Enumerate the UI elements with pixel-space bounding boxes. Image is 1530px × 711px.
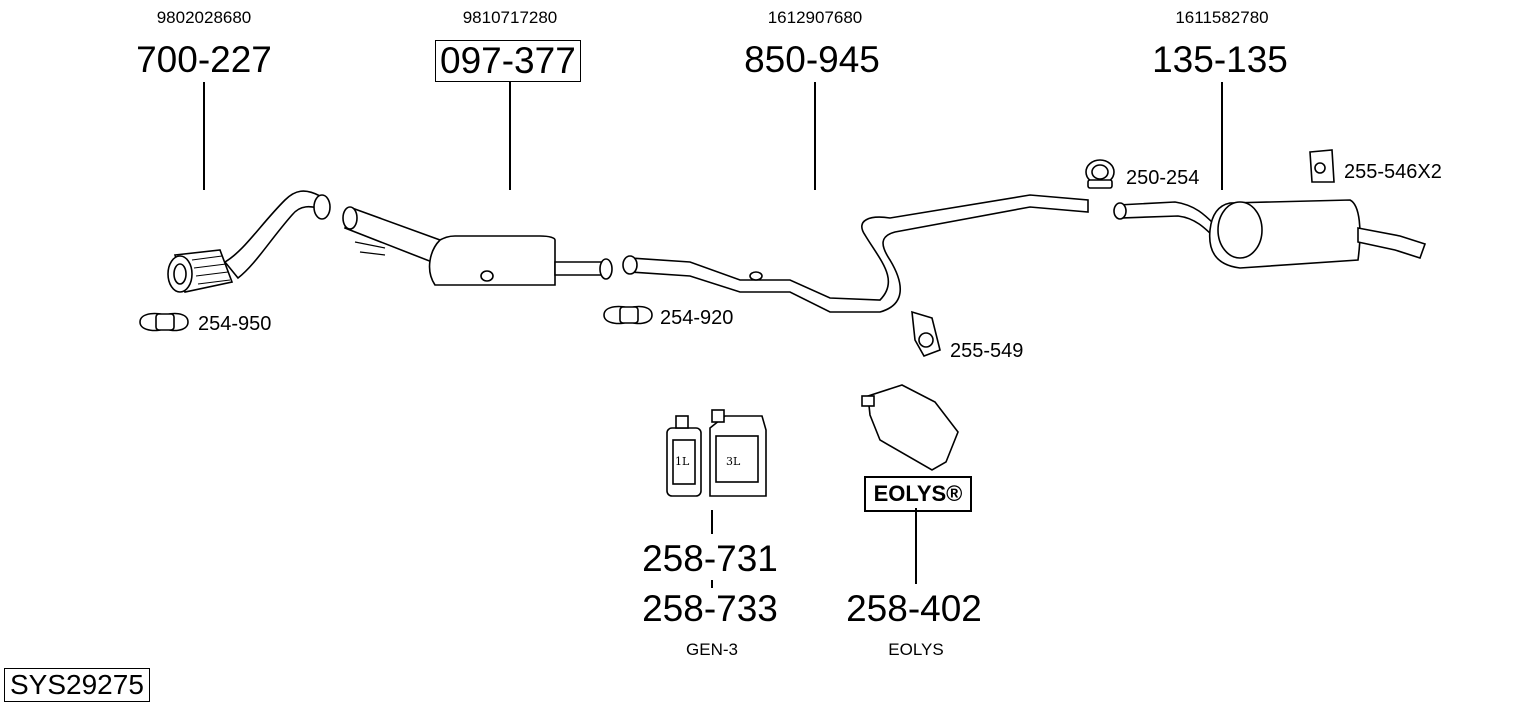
hanger-icon-255-546X2	[1309, 149, 1335, 183]
front-pipe-icon	[167, 190, 331, 293]
fluid-number-258-733[interactable]: 258-733	[642, 588, 778, 629]
clamp-icon-254-920	[603, 305, 653, 325]
eolys-logo: EOLYS®	[864, 476, 972, 512]
accessory-250-254[interactable]: 250-254	[1126, 167, 1200, 189]
can-large-label: 3L	[726, 455, 741, 468]
oe-number-097-377: 9810717280	[462, 8, 558, 27]
eolys-caption: EOLYS	[888, 640, 944, 659]
clamp-icon-250-254	[1085, 159, 1115, 189]
clamp-icon-254-950	[139, 312, 189, 332]
can-small-label: 1L	[675, 455, 690, 468]
accessory-254-950[interactable]: 254-950	[198, 313, 272, 335]
eolys-tank-icon	[861, 384, 959, 471]
accessory-255-546X2[interactable]: 255-546X2	[1344, 161, 1442, 183]
fluid-can-1l-icon	[666, 415, 702, 497]
part-number-850-945[interactable]: 850-945	[744, 39, 880, 80]
accessory-254-920[interactable]: 254-920	[660, 307, 734, 329]
eolys-number-258-402[interactable]: 258-402	[846, 588, 982, 629]
oe-number-850-945: 1612907680	[767, 8, 863, 27]
mount-icon-255-549	[911, 310, 941, 357]
part-number-135-135[interactable]: 135-135	[1152, 39, 1288, 80]
particulate-filter-icon	[342, 206, 613, 286]
oe-number-700-227: 9802028680	[156, 8, 252, 27]
fluid-number-258-731[interactable]: 258-731	[642, 538, 778, 579]
accessory-255-549[interactable]: 255-549	[950, 340, 1024, 362]
middle-pipe-icon	[622, 194, 1089, 313]
part-number-097-377[interactable]: 097-377	[435, 40, 581, 82]
rear-silencer-icon	[1113, 199, 1427, 269]
part-number-700-227[interactable]: 700-227	[136, 39, 272, 80]
oe-number-135-135: 1611582780	[1175, 8, 1269, 27]
fluid-caption: GEN-3	[686, 640, 738, 659]
fluid-can-3l-icon	[709, 409, 767, 497]
system-id: SYS29275	[4, 668, 150, 702]
